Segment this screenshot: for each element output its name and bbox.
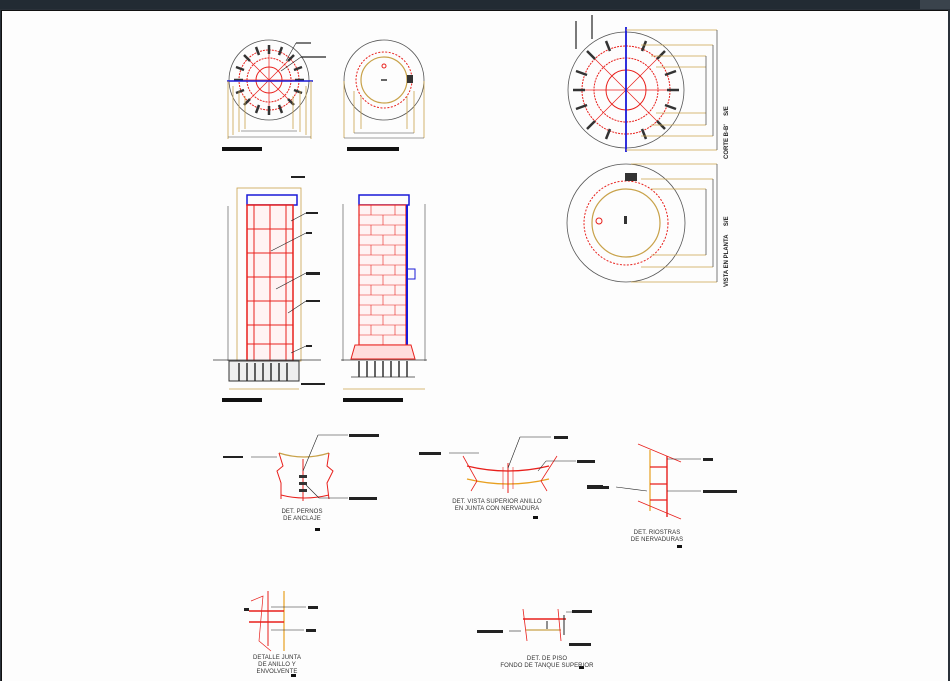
plan-view-ring: [343, 39, 425, 151]
plan-view-label: VISTA EN PLANTA S/E: [724, 216, 730, 287]
plan-view-vista: [566, 163, 718, 283]
detail-pernos-drawing: [223, 434, 379, 531]
side-elevation: [341, 194, 427, 402]
cad-drawing: [213, 15, 737, 677]
detail-riostras-drawing: [587, 443, 737, 548]
section-elevation: [213, 176, 325, 402]
title-bar-corner: [920, 0, 950, 9]
section-bb-view: [567, 15, 718, 152]
detail-piso-drawing: [477, 608, 592, 669]
drawing-canvas[interactable]: CORTE B-B' S/E VISTA EN PLANTA S/E DET. …: [1, 10, 948, 681]
title-bar: [0, 0, 950, 9]
detail-junta-drawing: [244, 591, 318, 677]
plan-view-ribs: [222, 39, 326, 151]
section-bb-label: CORTE B-B' S/E: [724, 106, 730, 159]
